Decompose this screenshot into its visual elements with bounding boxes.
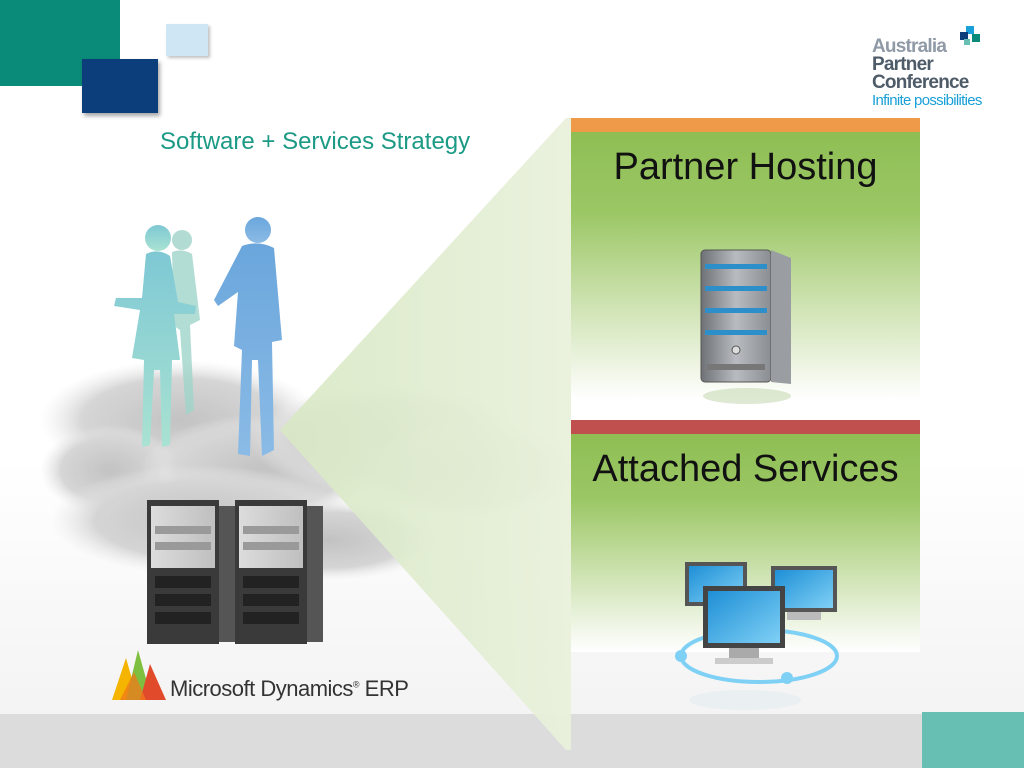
logo-line-partner: Partner: [872, 54, 934, 75]
brand-suffix: ERP: [359, 676, 409, 701]
dynamics-logo-icon: [112, 650, 166, 700]
brand-name: Microsoft Dynamics: [170, 676, 353, 701]
logo-tagline: Infinite possibilities: [872, 92, 982, 109]
panel-title-partner-hosting: Partner Hosting: [613, 146, 878, 188]
slide-subtitle: Software + Services Strategy: [160, 128, 471, 155]
decor-square-navy: [82, 59, 158, 113]
panel-bar-orange: [571, 118, 920, 132]
conference-logo: Australia Partner Conference Infinite po…: [872, 26, 992, 118]
panel-bar-red: [571, 420, 920, 434]
business-people-illustration: [114, 217, 282, 456]
microsoft-dynamics-logo: Microsoft Dynamics® ERP: [112, 650, 422, 706]
logo-mark-icon: [960, 26, 980, 45]
panel-title-attached-services: Attached Services: [592, 448, 899, 490]
footer-band: [0, 714, 1024, 768]
brand-trademark: ®: [352, 679, 360, 690]
server-towers-illustration: [147, 500, 323, 644]
panel-partner-hosting: Partner Hosting: [571, 118, 920, 404]
footer-accent: [922, 712, 1024, 768]
server-tower-icon: [700, 249, 791, 404]
logo-line-conference: Conference: [872, 72, 969, 93]
panel-attached-services: Attached Services: [571, 420, 920, 720]
logo-line-australia: Australia: [872, 36, 947, 57]
decor-square-light: [166, 24, 208, 56]
networked-monitors-icon: [675, 562, 839, 710]
